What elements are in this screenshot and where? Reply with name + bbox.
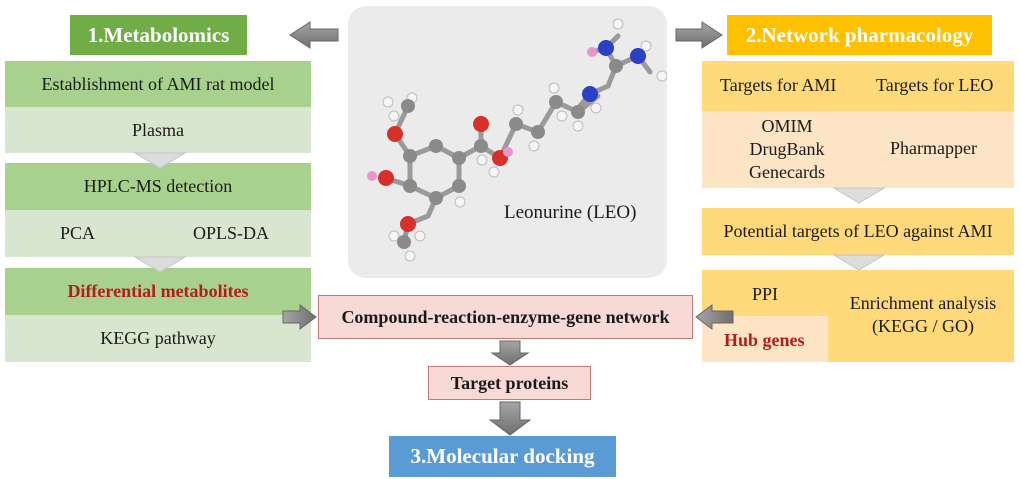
leonurine-molecule-illustration: [367, 18, 667, 262]
compound-network-box: Compound-reaction-enzyme-gene network: [318, 295, 693, 339]
chevron-down-icon: [832, 254, 886, 271]
pca-opls-row: PCA OPLS-DA: [5, 210, 311, 257]
opls-da-label: OPLS-DA: [193, 223, 270, 243]
molecule-panel: Leonurine (LEO): [348, 6, 667, 278]
molecule-caption: Leonurine (LEO): [504, 202, 637, 223]
hub-genes-label: Hub genes: [724, 330, 805, 350]
ppi-enrichment-block: PPI Hub genes Enrichment analysis (KEGG …: [702, 270, 1014, 362]
differential-metabolites-label: Differential metabolites: [67, 281, 249, 301]
arrow-to-network-pharmacology: [675, 21, 723, 49]
ami-rat-model-step: Establishment of AMI rat model: [5, 61, 311, 107]
databases-ami-label: OMIM DrugBank Genecards: [749, 116, 825, 182]
potential-targets-step: Potential targets of LEO against AMI: [702, 208, 1014, 255]
target-proteins-box: Target proteins: [428, 366, 591, 400]
metabolomics-header: 1.Metabolomics: [70, 15, 247, 55]
pharmapper-label: Pharmapper: [890, 138, 977, 158]
differential-metabolites-step: Differential metabolites: [5, 268, 311, 315]
targets-row: Targets for AMI Targets for LEO: [702, 61, 1014, 111]
plasma-step: Plasma: [5, 107, 311, 153]
targets-leo-label: Targets for LEO: [876, 75, 994, 95]
arrow-to-metabolomics: [289, 21, 339, 49]
ppi-label: PPI: [752, 284, 779, 304]
targets-ami-label: Targets for AMI: [720, 75, 837, 95]
pca-label: PCA: [60, 223, 96, 243]
arrow-to-molecular-docking: [488, 401, 532, 436]
network-pharmacology-header: 2.Network pharmacology: [727, 15, 992, 55]
chevron-down-icon: [832, 187, 886, 204]
hplc-ms-step: HPLC-MS detection: [5, 163, 311, 210]
databases-row: OMIM DrugBank Genecards Pharmapper: [702, 111, 1014, 188]
arrow-to-target-proteins: [490, 340, 530, 366]
kegg-pathway-step: KEGG pathway: [5, 315, 311, 362]
enrichment-label: Enrichment analysis (KEGG / GO): [849, 293, 997, 336]
molecular-docking-header: 3.Molecular docking: [389, 436, 616, 477]
